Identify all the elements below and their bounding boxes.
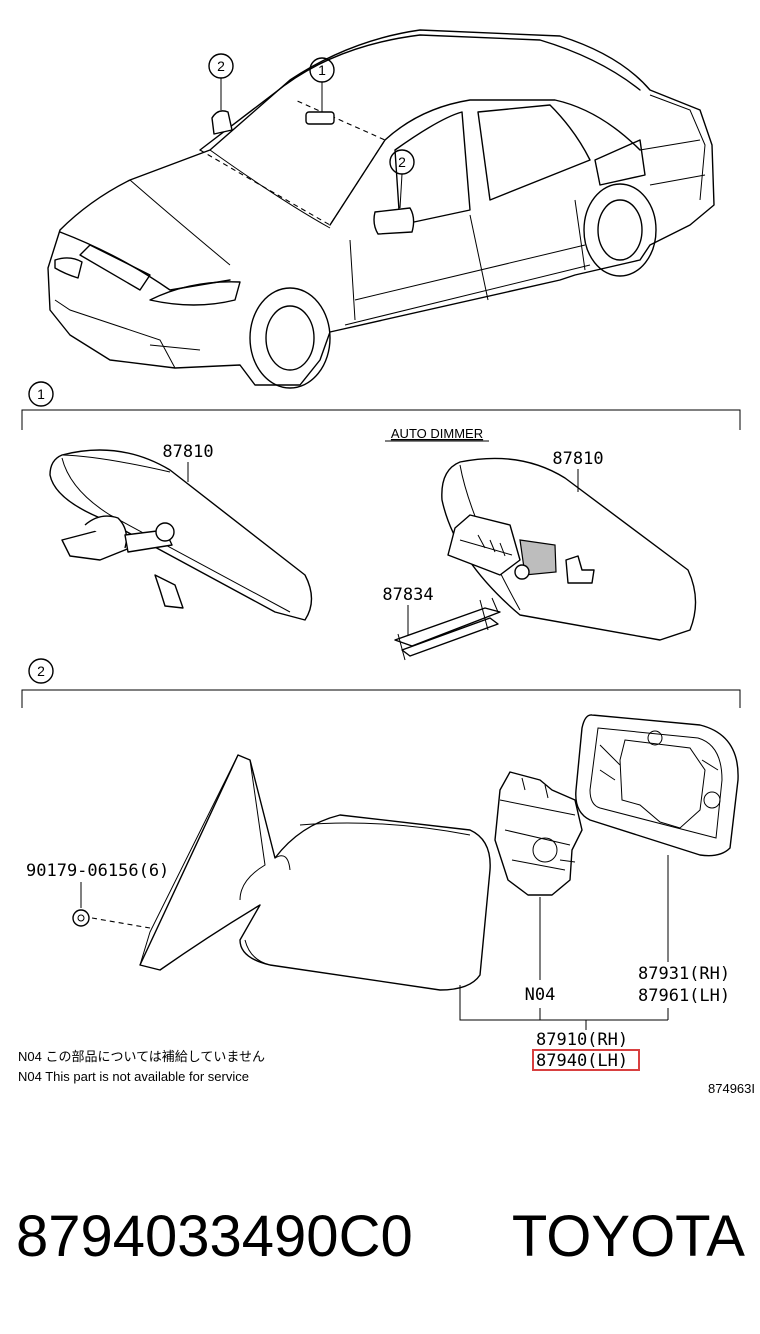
svg-text:2: 2 xyxy=(217,58,225,74)
callout-1-top: 1 xyxy=(309,57,335,112)
section-1-number: 1 xyxy=(37,386,45,402)
svg-text:2: 2 xyxy=(398,154,406,170)
label-87810-left: 87810 xyxy=(162,442,213,462)
label-87834: 87834 xyxy=(382,585,433,605)
section-2-number: 2 xyxy=(37,663,45,679)
note-japanese: N04 この部品については補給していません xyxy=(18,1049,265,1064)
mirror-bracket xyxy=(394,597,501,661)
rearview-mirror-standard xyxy=(49,449,313,621)
section-2: 2 xyxy=(21,658,741,1071)
callout-2-side: 2 xyxy=(389,149,415,209)
rearview-mirror-auto-dimmer xyxy=(441,457,697,641)
label-87931-rh: 87931(RH) xyxy=(638,964,730,984)
svg-text:1: 1 xyxy=(318,62,326,78)
mirror-actuator-n04 xyxy=(494,771,583,896)
nut-part xyxy=(72,909,151,929)
label-n04: N04 xyxy=(525,985,556,1005)
outer-mirror-housing xyxy=(139,754,491,991)
label-87810-right: 87810 xyxy=(552,449,603,469)
figure-code: 874963I xyxy=(708,1081,755,1096)
section-1: 1 AUTO DIMMER 87810 87810 xyxy=(21,381,741,661)
callout-2-top: 2 xyxy=(208,53,234,110)
auto-dimmer-heading: AUTO DIMMER xyxy=(391,426,483,441)
car-illustration xyxy=(47,29,715,389)
footer-part-number: 8794033490C0 xyxy=(16,1204,413,1269)
highlight-box xyxy=(532,1049,640,1071)
label-87940-lh: 87940(LH) xyxy=(536,1051,628,1071)
label-90179: 90179-06156(6) xyxy=(26,861,169,881)
label-87961-lh: 87961(LH) xyxy=(638,986,730,1006)
footer-brand: TOYOTA xyxy=(512,1204,745,1269)
label-87910-rh: 87910(RH) xyxy=(536,1030,628,1050)
mirror-glass xyxy=(575,714,739,857)
note-english: N04 This part is not available for servi… xyxy=(18,1069,249,1084)
